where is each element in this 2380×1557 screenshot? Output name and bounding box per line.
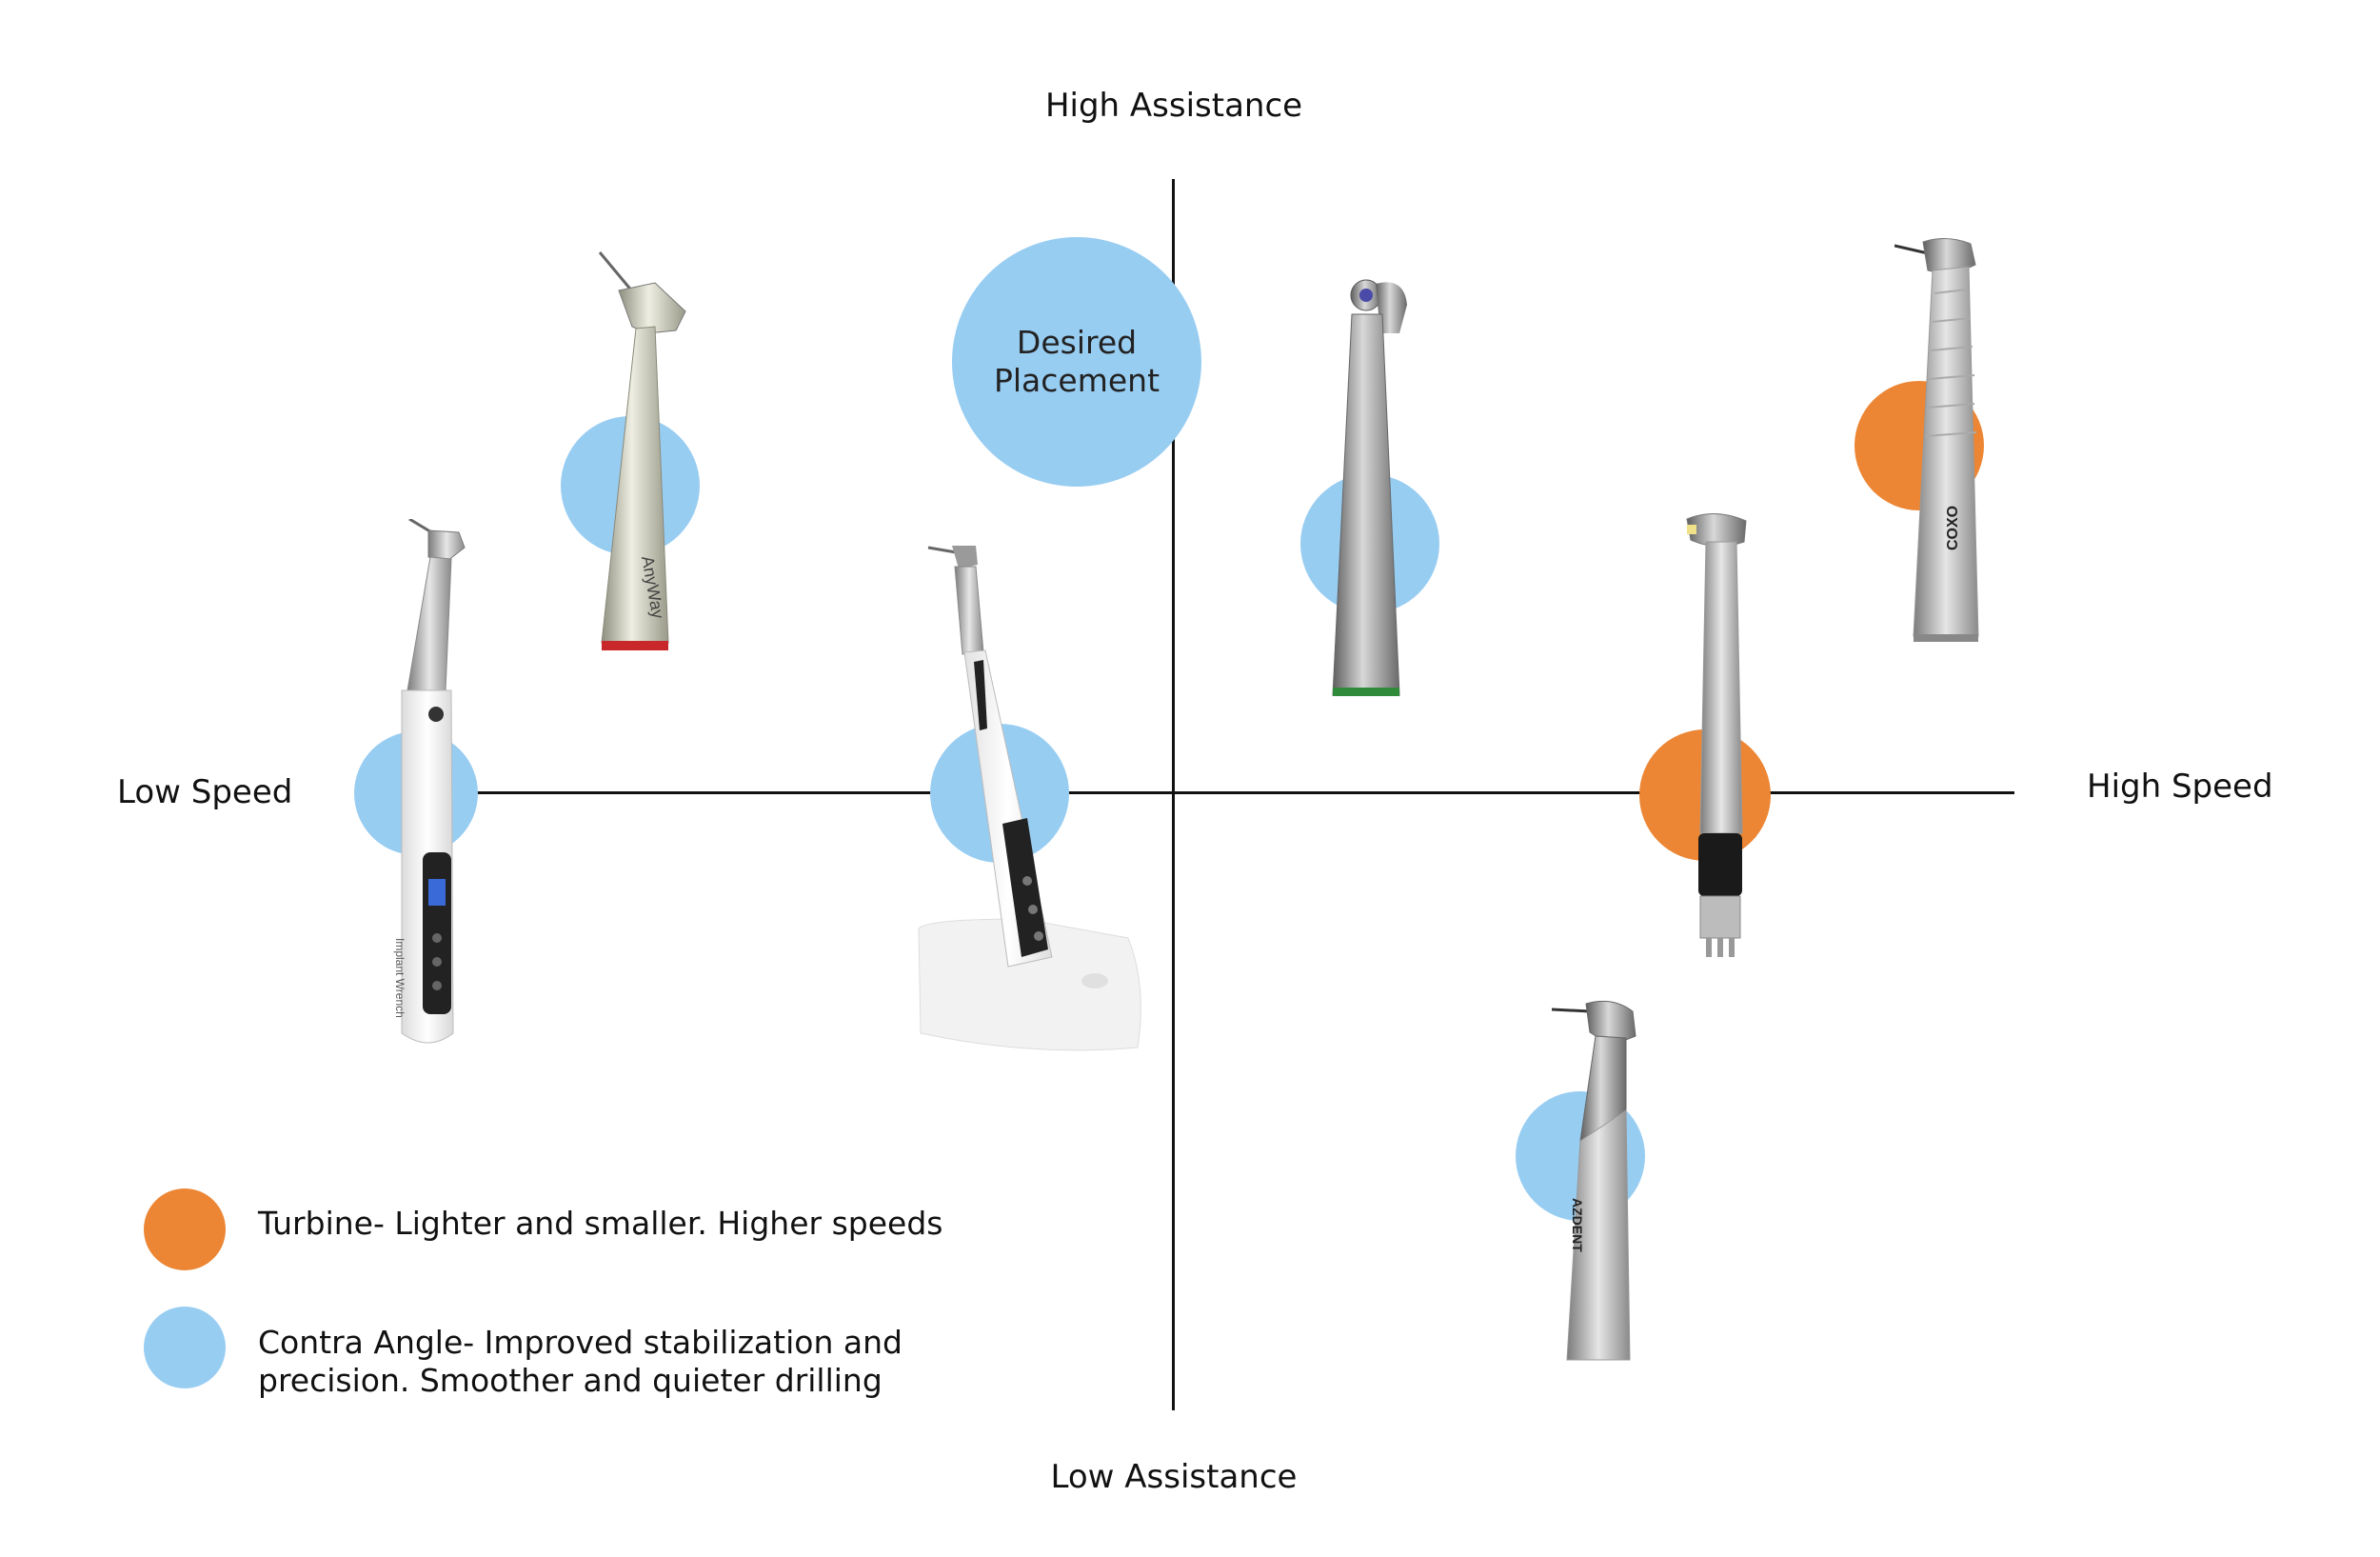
product-implant-wrench: Implant Wrench	[393, 519, 466, 1044]
product-azdent-turbine	[1686, 512, 1747, 957]
horizontal-axis	[363, 791, 2014, 794]
legend-contra-text: Contra Angle- Improved stabilization and…	[258, 1324, 924, 1400]
desired-placement-bubble: Desired Placement	[952, 237, 1201, 487]
legend-contra-line2: precision. Smoother and quieter drilling	[258, 1362, 883, 1399]
axis-label-high-speed: High Speed	[2087, 768, 2273, 806]
product-coxo-turbine: COXO	[1894, 238, 1979, 642]
implant-wrench-text: Implant Wrench	[393, 938, 407, 1018]
axis-label-high-assistance: High Assistance	[1044, 87, 1303, 125]
product-endo-motor	[918, 546, 1141, 1051]
azdent-brand-text: AZDENT	[1570, 1198, 1585, 1252]
legend-turbine-swatch	[144, 1188, 226, 1270]
axis-label-low-assistance: Low Assistance	[1050, 1458, 1298, 1496]
coxo-brand-text: COXO	[1945, 506, 1961, 550]
desired-placement-line1: Desired	[1016, 324, 1138, 361]
product-green-ring-contra-angle	[1332, 279, 1407, 696]
legend-contra-line1: Contra Angle- Improved stabilization and	[258, 1324, 902, 1361]
product-anyway-contra-angle: AnyWay	[598, 251, 686, 650]
axis-label-low-speed: Low Speed	[117, 773, 293, 811]
vertical-axis	[1172, 179, 1175, 1410]
product-azdent-contra-angle: AZDENT	[1552, 1000, 1636, 1361]
legend-contra-swatch	[144, 1307, 226, 1388]
legend-turbine-text: Turbine- Lighter and smaller. Higher spe…	[258, 1205, 943, 1242]
desired-placement-line2: Placement	[993, 362, 1160, 399]
